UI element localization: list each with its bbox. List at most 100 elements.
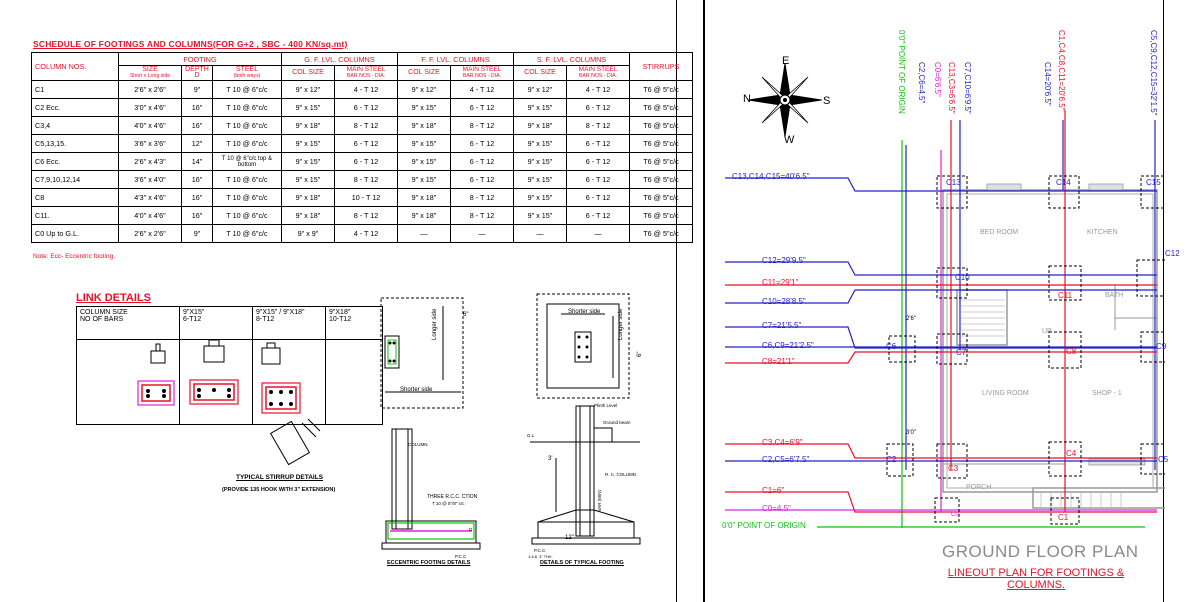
link-sketches	[137, 339, 301, 414]
table-cell: 6 - T 12	[450, 98, 514, 117]
col-label-c10: C10	[955, 273, 970, 282]
col-header-sf-colsize: COL SIZE	[513, 65, 567, 81]
typ-three-label: 3'	[548, 456, 553, 462]
table-cell: 10 - T 12	[334, 188, 398, 207]
link-col-2: 9"X15" / 9"X18"8-T12	[252, 306, 326, 340]
stairs	[961, 299, 1122, 508]
table-cell: 6 - T 12	[450, 170, 514, 189]
col-header-ff: F. F. LVL. COLUMNS	[397, 52, 514, 66]
col-label-c13: C13	[946, 178, 961, 187]
table-cell: 9"	[181, 80, 213, 99]
link-sketch-cell-0	[76, 339, 180, 425]
table-cell: T6 @ 5"c/c	[629, 98, 693, 117]
table-cell: 9" x 15"	[513, 134, 567, 153]
table-cell: 9" x 9"	[281, 224, 335, 243]
table-cell: 6 - T 12	[566, 170, 630, 189]
dim-2ft6: 2'6"	[906, 316, 916, 322]
compass-e: E	[782, 55, 790, 67]
plan-subtitle: LINEOUT PLAN FOR FOOTINGS & COLUMNS.	[947, 567, 1125, 591]
table-cell: 14"	[181, 152, 213, 171]
stirrup-sketch-1	[150, 350, 166, 364]
table-cell: 8 - T 12	[450, 116, 514, 135]
stair-up: UP	[1042, 328, 1052, 335]
typ-plinth-label: Plinth Level	[594, 403, 618, 408]
table-cell: 16"	[181, 116, 213, 135]
table-cell: 16"	[181, 188, 213, 207]
table-cell: 3'0" x 4'6"	[118, 98, 182, 117]
sheet-border	[703, 0, 705, 602]
schedule-table: COLUMN NOS. FOOTING G. F. LVL. COLUMNS F…	[31, 52, 693, 243]
typical-footing-section	[530, 405, 641, 545]
footing-plan-shorter-side: Shorter side	[400, 387, 433, 393]
col-label-c9: C9	[1156, 342, 1167, 351]
vlabel-1: C0=6'6.5"	[933, 62, 942, 97]
table-cell: 16"	[181, 206, 213, 225]
table-cell: —	[566, 224, 630, 243]
hlabel-5: C6,C9=21'2.5"	[762, 341, 814, 350]
table-cell: T 10 @ 6"c/c	[212, 170, 282, 189]
col-label-c3: C3	[948, 464, 959, 473]
stirrup-sketch-2	[203, 345, 225, 363]
vlabel-5: C1,C4,C8,C11=20'6.5"	[1057, 30, 1066, 111]
table-cell: 9" x 15"	[281, 152, 335, 171]
typ-footing-plan-longer: Longer side	[618, 308, 624, 340]
table-cell: T 10 @ 6"c/c	[212, 80, 282, 99]
hlabel-2: C11=29'1"	[762, 278, 799, 287]
plan-title: GROUND FLOOR PLAN	[942, 542, 1139, 561]
table-cell: 9" x 18"	[281, 206, 335, 225]
footing-plan-6in: 6"	[463, 312, 469, 318]
col-label-c0: C0	[951, 512, 959, 518]
table-cell: 6 - T 12	[566, 188, 630, 207]
ecc-footing-title: ECCENTRIC FOOTING DETAILS	[387, 560, 471, 566]
table-cell: T6 @ 5"c/c	[629, 152, 693, 171]
link-sketch-cell-3	[325, 339, 383, 425]
table-cell: 4'0" x 4'6"	[118, 116, 182, 135]
stirrup-sketch-3	[261, 347, 281, 365]
col-header-steel: STEEL(both ways)	[212, 65, 282, 81]
link-sketch-cell-1	[179, 339, 253, 425]
typ-pcc2-label: 1:4:8, 3" THK.	[528, 554, 553, 559]
stirrup-subtitle: (PROVIDE 135 HOOK WITH 3" EXTENSION)	[222, 487, 336, 493]
table-cell: 6 - T 12	[450, 152, 514, 171]
typ-footing-title: DETAILS OF TYPICAL FOOTING	[540, 560, 624, 566]
col-label-c6: C6	[886, 342, 897, 351]
schedule-note: Note: Ecc- Eccentric footing.	[33, 253, 116, 260]
table-cell: 8 - T 12	[334, 116, 398, 135]
room-porch: PORCH	[966, 484, 992, 491]
table-cell: 9"	[181, 224, 213, 243]
ecc-column-label: COLUMN	[408, 442, 428, 447]
stirrup-title: TYPICAL STIRRUP DETAILS	[236, 474, 324, 481]
typ-gl-label: G.L	[527, 433, 535, 438]
table-cell: 4'0" x 4'6"	[118, 206, 182, 225]
compass-s: S	[823, 95, 831, 107]
ecc-rebar-label-2: T 10 @ 5"/8" c/c	[432, 501, 465, 506]
hlabel-4: C7=21'5.5"	[762, 321, 802, 330]
table-cell: 16"	[181, 170, 213, 189]
table-cell: 6 - T 12	[566, 152, 630, 171]
table-cell: 9" x 15"	[513, 188, 567, 207]
table-cell: C1	[31, 80, 119, 99]
table-cell: T6 @ 5"c/c	[629, 224, 693, 243]
col-label-c8: C8	[1066, 347, 1077, 356]
table-cell: 4 - T 12	[334, 80, 398, 99]
table-cell: 8 - T 12	[450, 188, 514, 207]
table-cell: T 10 @ 6"c/c	[212, 206, 282, 225]
table-cell: C3,4	[31, 116, 119, 135]
room-bedroom: BED ROOM	[980, 229, 1019, 236]
table-cell: 3'6" x 3'6"	[118, 134, 182, 153]
typ-ground-beam-label: Ground beam	[603, 420, 631, 425]
table-cell: C8	[31, 188, 119, 207]
dim-3ft0: 3'0"	[906, 430, 916, 436]
table-cell: T 10 @ 6"c/c	[212, 116, 282, 135]
table-cell: 16"	[181, 98, 213, 117]
col-label-c4: C4	[1066, 449, 1077, 458]
vlabel-6: C5,C9,C12,C15=32'1.5"	[1149, 30, 1158, 116]
table-cell: 8 - T 12	[334, 206, 398, 225]
table-cell: 9" x 15"	[397, 170, 451, 189]
